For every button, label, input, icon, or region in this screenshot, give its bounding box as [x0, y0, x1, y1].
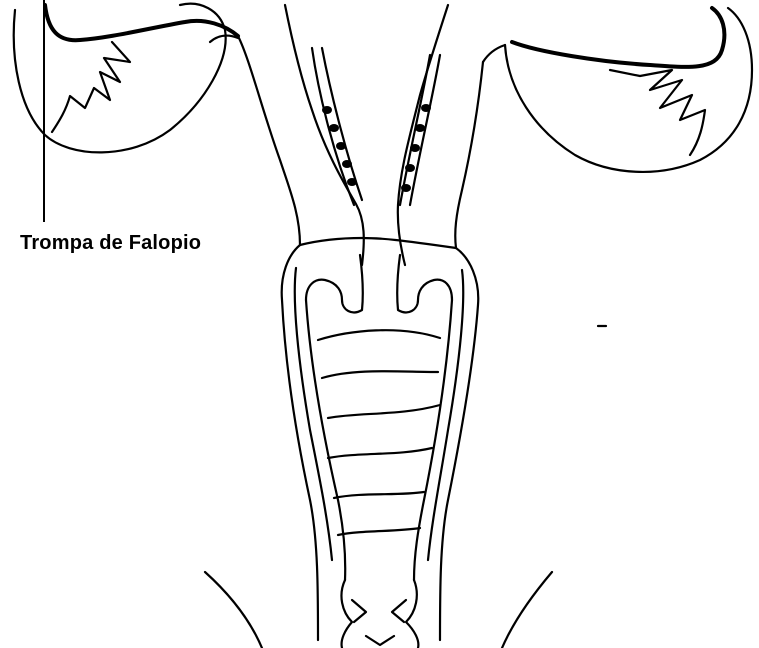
uterus-body — [282, 238, 479, 640]
cervix — [341, 580, 418, 648]
left-fallopian-tube — [238, 5, 364, 265]
left-ovary — [14, 4, 238, 153]
right-inner-band — [400, 55, 440, 205]
pelvic-outline — [205, 572, 552, 648]
right-ovary — [483, 8, 752, 172]
fallopian-tube-label: Trompa de Falopio — [20, 232, 201, 255]
left-inner-band — [312, 48, 362, 205]
right-fallopian-tube — [398, 5, 483, 265]
